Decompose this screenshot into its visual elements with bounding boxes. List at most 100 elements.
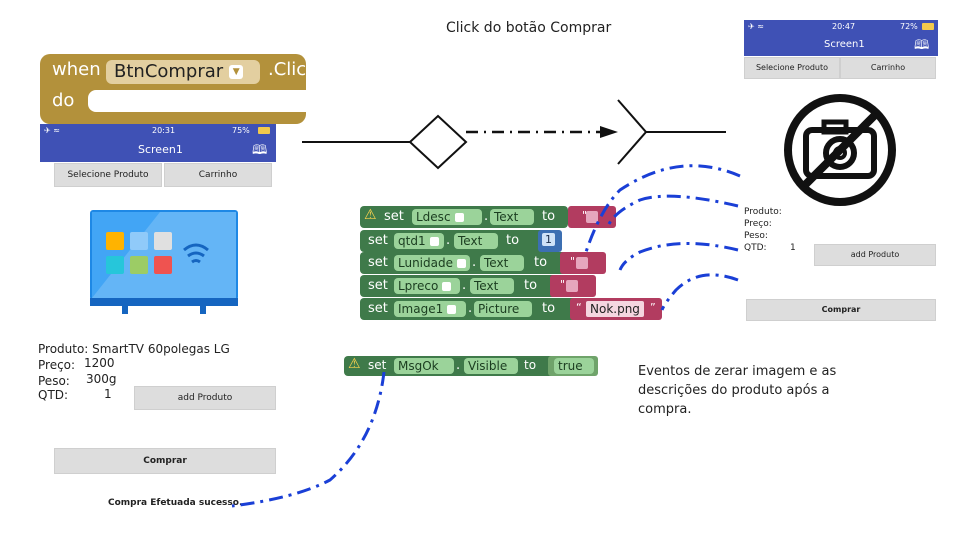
component-dropdown[interactable]: Ldesc (412, 209, 482, 225)
add-product-button[interactable]: add Produto (814, 244, 936, 266)
app-bar: Screen1 🕮 (744, 34, 938, 56)
dot-separator: . (468, 301, 473, 316)
open-quote: “ (576, 301, 582, 314)
dropdown-icon (429, 237, 439, 246)
text-block[interactable]: " " (550, 275, 596, 297)
component-dropdown[interactable]: Lunidade (394, 255, 470, 271)
price-value: 1200 (84, 356, 115, 370)
set-block-lpreco[interactable]: set Lpreco . Text to (360, 275, 562, 307)
component-dropdown[interactable]: MsgOk (394, 358, 454, 387)
status-time: 20:31 (152, 126, 176, 135)
weight-label: Peso: (38, 374, 70, 388)
tv-image (90, 210, 238, 314)
dropdown-icon (562, 378, 571, 387)
property-label: Text (484, 256, 509, 270)
link-curve (584, 164, 741, 253)
property-label: Visible (468, 359, 508, 373)
logic-block[interactable]: true (548, 356, 598, 387)
buy-button[interactable]: Comprar (54, 448, 276, 474)
to-keyword: to (542, 301, 556, 316)
boolean-value: true (558, 359, 583, 373)
link-curve (618, 241, 739, 271)
set-block-image1[interactable]: set Image1 . Picture to (360, 298, 582, 330)
buy-button[interactable]: Comprar (746, 299, 936, 321)
select-product-button[interactable]: Selecione Produto (54, 163, 162, 187)
warning-icon[interactable]: ⚠ (348, 356, 361, 372)
event-do-slot (88, 90, 346, 112)
property-label: Text (474, 279, 499, 293)
set-keyword: set (368, 358, 387, 372)
to-keyword: to (524, 358, 537, 372)
book-icon[interactable]: 🕮 (914, 38, 930, 53)
text-value: Nok.png (586, 301, 644, 317)
link-curve (606, 194, 739, 227)
weight-value: 300g (86, 372, 117, 386)
status-bar: ✈ ≈ 20:31 75% (40, 124, 276, 138)
qty-label: QTD: (38, 388, 69, 402)
component-dropdown[interactable]: Image1 (394, 301, 466, 317)
dot-separator: . (484, 209, 489, 224)
component-dropdown[interactable]: qtd1 (394, 233, 444, 249)
event-block[interactable]: when BtnComprar▼ .Click do (40, 54, 346, 124)
warning-icon[interactable]: ⚠ (364, 207, 377, 223)
event-component-dropdown[interactable]: BtnComprar▼ (106, 60, 260, 84)
component-label: qtd1 (398, 234, 426, 248)
event-do-label: do (52, 90, 75, 111)
set-block-msgok[interactable]: ⚠ set MsgOk . Visible to (344, 356, 560, 387)
dropdown-icon (457, 259, 466, 268)
dot-separator: . (456, 358, 461, 373)
price-label: Preço: (744, 219, 772, 229)
weight-label: Peso: (744, 231, 768, 241)
cart-button[interactable]: Carrinho (840, 57, 936, 79)
dot-separator: . (446, 233, 451, 248)
set-block-ldesc[interactable]: ⚠ set Ldesc . Text to (360, 206, 568, 238)
dropdown-icon (447, 305, 457, 314)
text-block[interactable]: " " (560, 252, 606, 274)
book-icon[interactable]: 🕮 (252, 143, 268, 158)
cart-button[interactable]: Carrinho (164, 163, 272, 187)
code-block-group: ⚠ set Ldesc . Text to " " set qtd1 . Tex… (360, 206, 662, 330)
select-product-button[interactable]: Selecione Produto (744, 57, 840, 79)
signal-icon: ✈ ≈ (44, 126, 60, 135)
dot-separator: . (472, 255, 477, 270)
phone-right: ✈ ≈ 20:47 72% Screen1 🕮 Selecione Produt… (744, 20, 938, 322)
dropdown-icon (402, 378, 411, 387)
close-quote: ” (650, 301, 656, 314)
phone-left: ✈ ≈ 20:31 75% Screen1 🕮 Selecione Produt… (38, 124, 276, 524)
set-block-qtd1[interactable]: set qtd1 . Text to (360, 230, 554, 262)
set-keyword: set (368, 278, 388, 293)
qty-label: QTD: (744, 243, 767, 253)
component-label: MsgOk (398, 359, 439, 373)
property-label: Text (494, 210, 519, 224)
text-block[interactable]: “ Nok.png ” (570, 298, 662, 320)
boolean-dropdown[interactable]: true (554, 358, 594, 387)
set-block-lunidade[interactable]: set Lunidade . Text to (360, 252, 570, 284)
signal-icon: ✈ ≈ (748, 22, 764, 31)
component-dropdown[interactable]: Lpreco (394, 278, 460, 294)
to-keyword: to (542, 209, 556, 224)
status-bar: ✈ ≈ 20:47 72% (744, 20, 938, 34)
battery-icon (258, 127, 270, 134)
merge-chevron (617, 99, 648, 165)
diagram-title: Click do botão Comprar (446, 20, 612, 36)
battery-level: 75% (232, 126, 250, 135)
property-dropdown[interactable]: Picture (474, 301, 532, 330)
set-keyword: set (368, 301, 388, 316)
property-label: Picture (478, 302, 520, 316)
add-product-button[interactable]: add Produto (134, 386, 276, 410)
to-keyword: to (534, 255, 548, 270)
component-label: Ldesc (416, 210, 451, 224)
to-keyword: to (524, 278, 538, 293)
set-keyword: set (384, 209, 404, 224)
property-dropdown[interactable]: Visible (464, 358, 518, 387)
screen-title: Screen1 (138, 143, 183, 156)
dropdown-icon (442, 282, 452, 291)
set-keyword: set (368, 233, 388, 248)
number-value: 1 (542, 233, 555, 246)
number-block[interactable]: 1 (538, 230, 562, 252)
link-curve (231, 371, 386, 508)
property-label: Text (458, 234, 483, 248)
battery-level: 72% (900, 22, 918, 31)
product-label: Produto: (744, 207, 782, 217)
